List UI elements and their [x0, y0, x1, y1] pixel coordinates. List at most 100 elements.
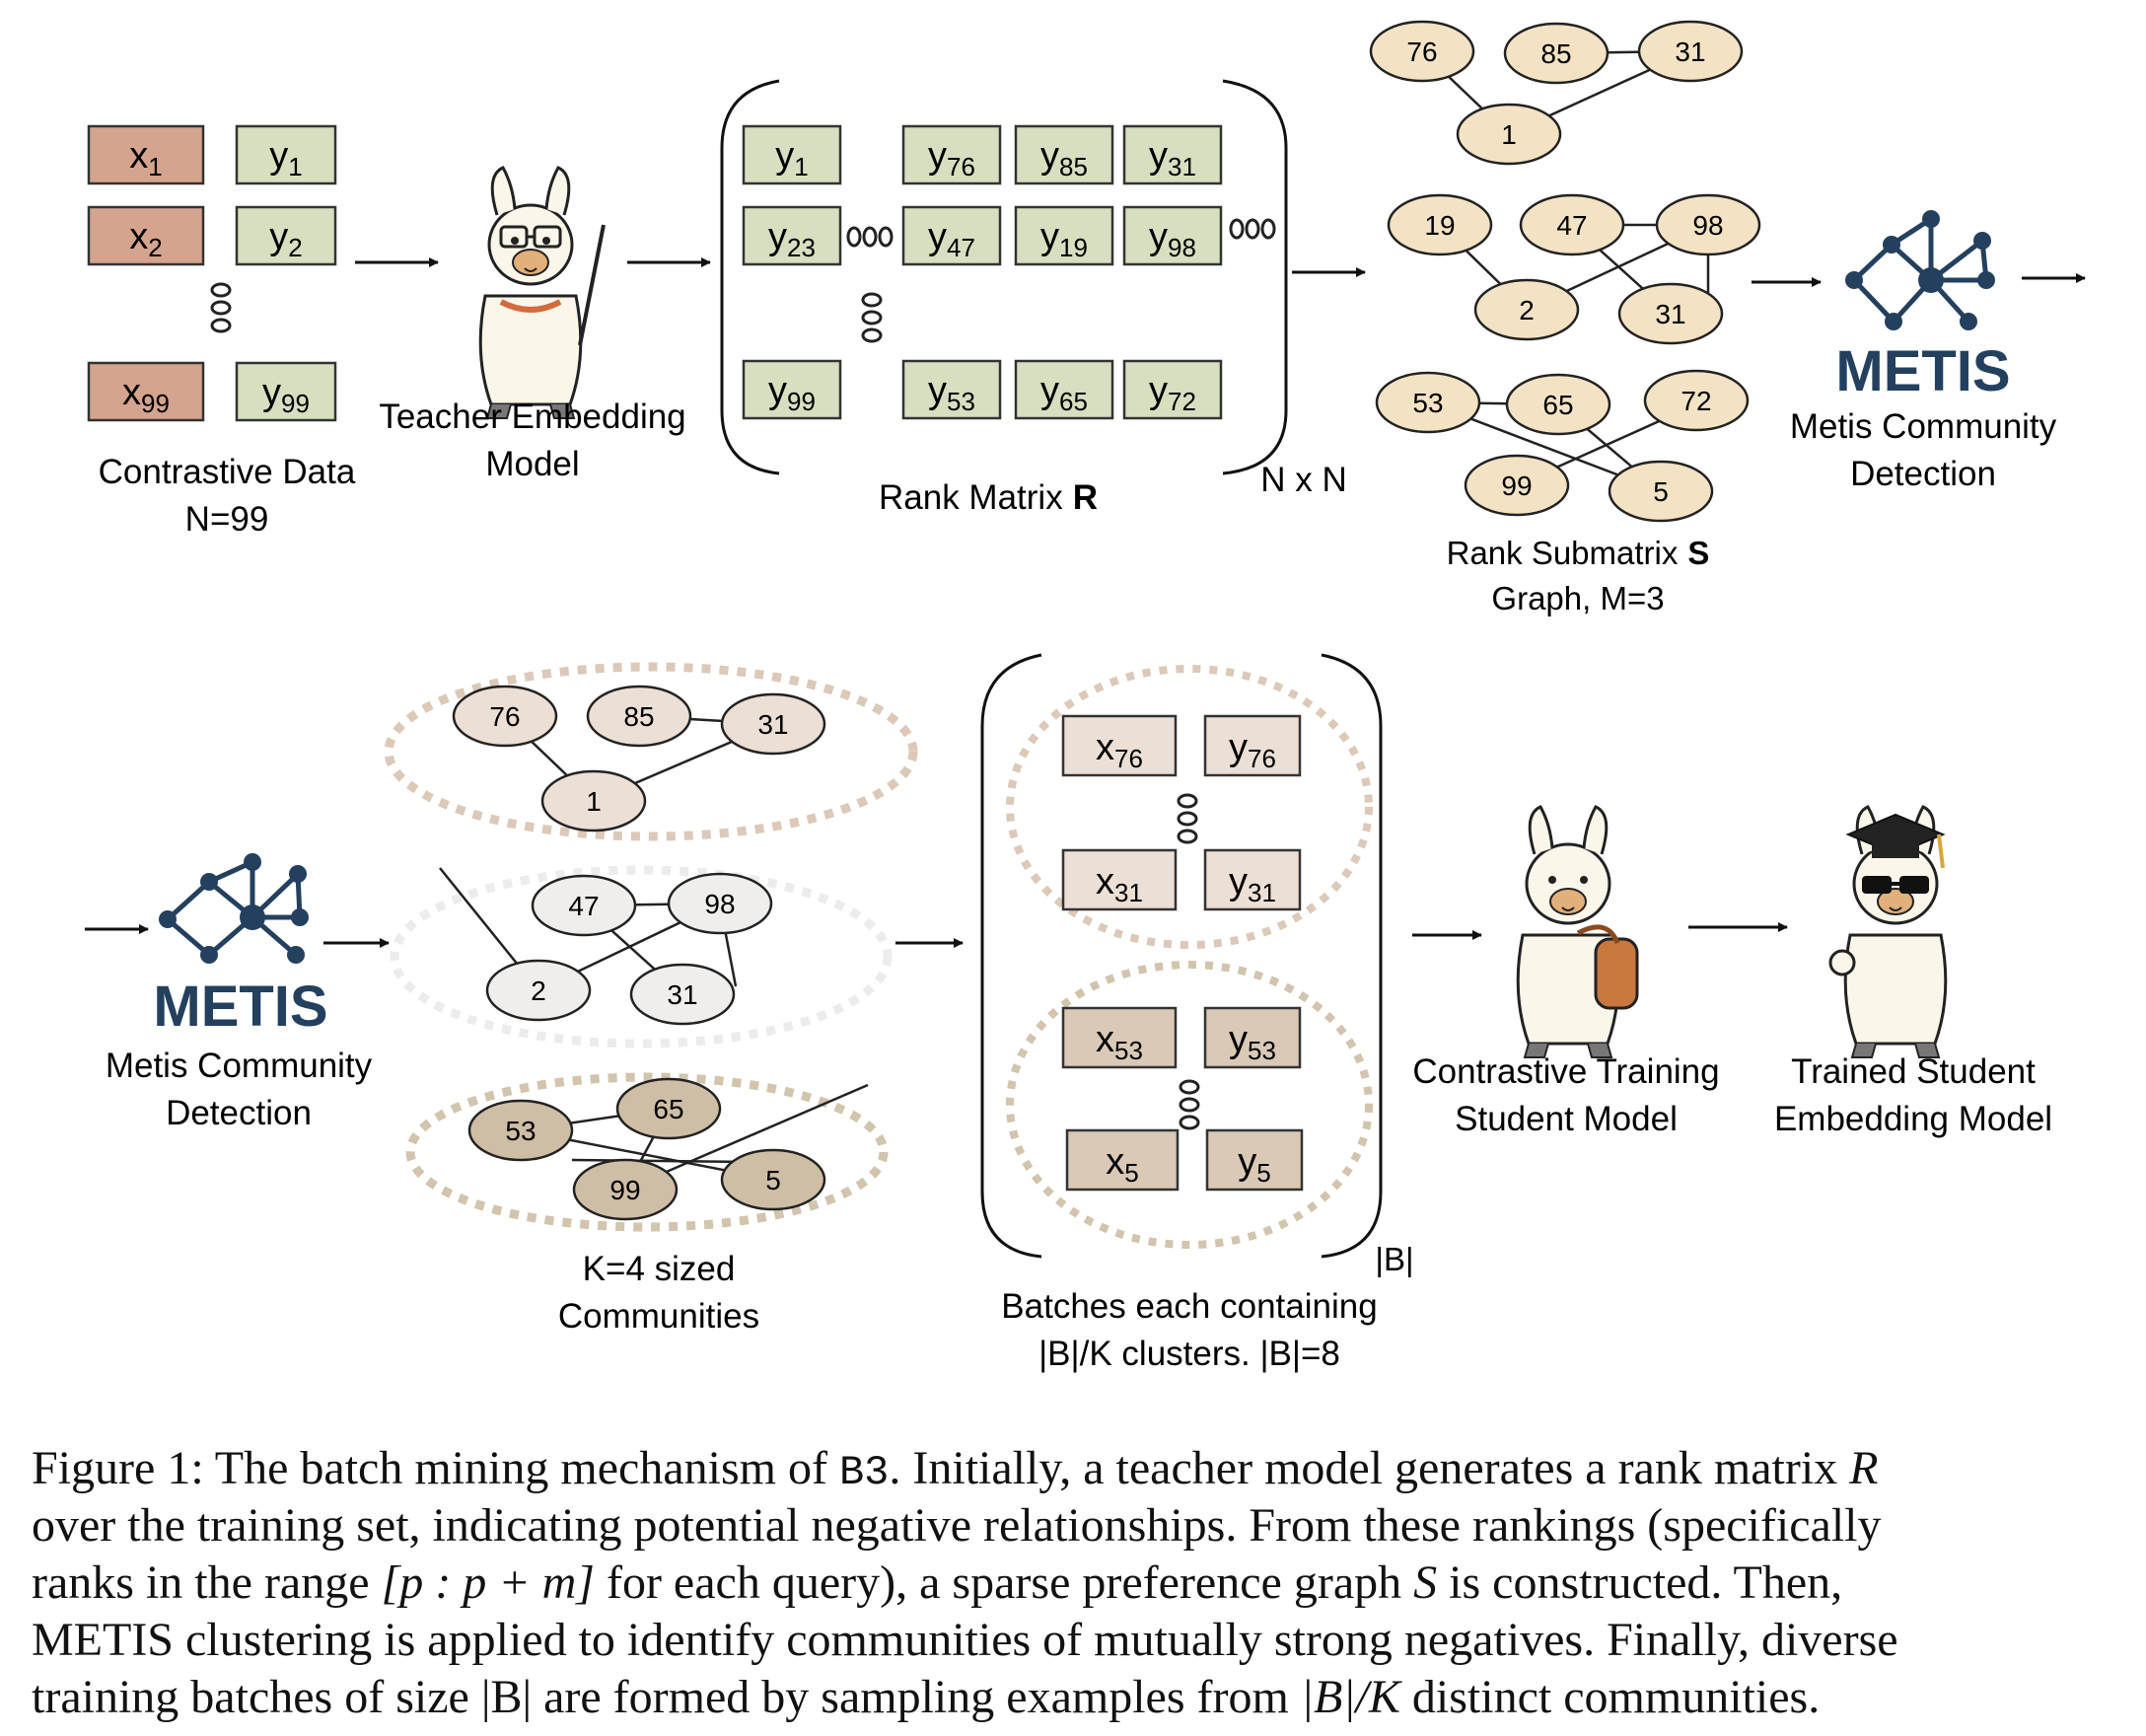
batch-community-boundary [1006, 961, 1373, 1249]
node-label: 1 [1501, 119, 1517, 150]
cell-sub: 31 [1114, 878, 1143, 907]
graph-m-label: Graph, M=3 [1491, 580, 1664, 616]
graduate-llama-illustration [1828, 805, 1948, 1059]
matrix-cell [1014, 359, 1114, 420]
cell-label: y [1229, 861, 1248, 903]
y-sub: 99 [281, 389, 310, 418]
graph-node [1637, 20, 1744, 83]
node-label: 2 [531, 976, 546, 1006]
rank-matrix-symbol: R [1073, 478, 1098, 517]
rank-matrix-label: Rank Matrix [879, 478, 1063, 517]
right-bracket [1222, 79, 1288, 475]
contrastive-data: x1 y1 x2 y2 x99 y99 [87, 124, 337, 422]
svg-text:x2: x2 [129, 216, 162, 262]
communities-label-line2: Communities [558, 1297, 759, 1336]
caption-line-5: training batches of size |B| are formed … [32, 1669, 2122, 1726]
rank-submatrix-label: Rank Submatrix [1447, 535, 1679, 571]
cell-label: y [775, 135, 794, 177]
graph-node [1643, 369, 1750, 432]
batch-cell [1061, 848, 1178, 911]
pair-2: x2 y2 [87, 205, 337, 266]
svg-text:y76: y76 [1229, 727, 1276, 773]
node-label: 99 [609, 1175, 640, 1205]
cell-sub: 65 [1059, 387, 1088, 416]
y-box [235, 205, 337, 266]
caption-math: R [1849, 1442, 1879, 1494]
node-label: 53 [1412, 388, 1443, 418]
graph-node [1387, 193, 1493, 256]
batch-cell [1203, 848, 1302, 911]
graph-node [572, 1158, 679, 1221]
cell-sub: 5 [1124, 1158, 1138, 1188]
svg-text:y98: y98 [1149, 216, 1196, 262]
cell-label: y [768, 216, 787, 257]
svg-text:y5: y5 [1238, 1141, 1270, 1188]
y-box [235, 124, 337, 185]
x-sub: 1 [148, 152, 162, 181]
cell-sub: 99 [787, 387, 816, 416]
node-label: 2 [1519, 295, 1535, 326]
n-by-n-label: N x N [1260, 461, 1347, 499]
vertical-ellipsis [1179, 1079, 1200, 1130]
svg-text:x5: x5 [1106, 1141, 1138, 1188]
node-label: 99 [1501, 470, 1532, 501]
caption-line-3: ranks in the range [p : p + m] for each … [32, 1555, 2122, 1612]
cell-sub: 31 [1248, 878, 1276, 907]
caption-text: ranks in the range [32, 1556, 382, 1609]
cell-sub: 1 [794, 152, 808, 181]
metis-logo-text: METIS [153, 975, 327, 1039]
svg-text:x31: x31 [1096, 861, 1143, 907]
x-box [87, 205, 205, 266]
svg-text:y1: y1 [269, 135, 302, 181]
cell-label: y [1040, 135, 1059, 177]
x-label: x [129, 216, 148, 257]
node-label: 72 [1681, 386, 1711, 416]
matrix-cell [1014, 205, 1114, 266]
batch-cell [1203, 714, 1302, 777]
batch-size-symbol: |B| [1375, 1241, 1413, 1277]
node-label: 47 [568, 891, 599, 921]
y-box [235, 361, 337, 422]
graph-node [629, 963, 736, 1026]
teacher-llama-illustration [478, 166, 606, 420]
node-label: 76 [1406, 36, 1437, 67]
matrix-cell [1014, 124, 1114, 185]
community-boundary [405, 1072, 889, 1232]
batch-cell [1205, 1128, 1304, 1192]
student-label-line2: Student Model [1455, 1100, 1678, 1138]
cell-label: y [928, 216, 947, 257]
x-sub: 2 [148, 233, 162, 262]
x-label: x [129, 135, 148, 177]
cell-sub: 76 [1248, 744, 1276, 773]
graph-node [1617, 282, 1724, 345]
node-label: 31 [667, 979, 697, 1010]
node-label: 1 [586, 786, 602, 817]
trained-label-line2: Embedding Model [1774, 1100, 2052, 1138]
batch-community-boundary [1006, 665, 1373, 949]
cell-sub: 53 [1114, 1036, 1143, 1065]
matrix-cell [901, 205, 1002, 266]
rank-matrix-cells: y1 y76 y85 y31 y23 y47 y19 y98 y99 y53 y… [742, 124, 1223, 420]
y-label: y [262, 372, 281, 413]
svg-text:y23: y23 [768, 216, 816, 262]
cell-label: y [1238, 1141, 1256, 1183]
cell-sub: 53 [947, 387, 975, 416]
cell-sub: 19 [1059, 233, 1088, 262]
cell-label: y [928, 135, 947, 177]
node-label: 53 [505, 1116, 536, 1146]
y-label: y [269, 216, 288, 257]
svg-text:y2: y2 [269, 216, 302, 262]
node-label: 31 [1655, 299, 1685, 329]
graph-node [1655, 193, 1761, 256]
left-bracket [980, 653, 1042, 1259]
pair-99: x99 y99 [87, 361, 337, 422]
svg-text:y31: y31 [1149, 135, 1196, 181]
graph-node [1505, 373, 1611, 436]
matrix-cell [901, 359, 1002, 420]
metis-label-line2: Detection [166, 1094, 312, 1132]
batches-label-line2: |B|/K clusters. |B|=8 [1038, 1335, 1340, 1373]
metis-network-nodes [159, 853, 309, 964]
horizontal-ellipsis [1229, 218, 1276, 240]
